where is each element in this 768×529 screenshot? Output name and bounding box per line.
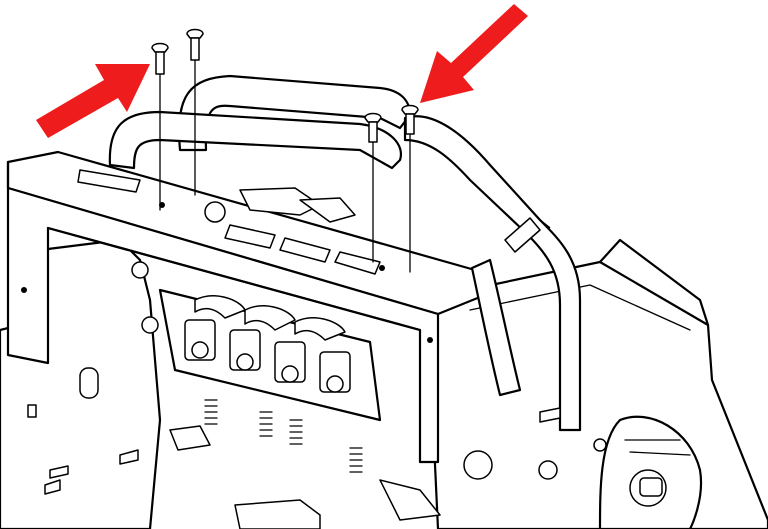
arrow-left-screws [36,64,150,138]
terminal-block [131,261,441,521]
screw-2 [186,28,204,196]
rear-handle [108,74,412,170]
screw-3 [364,112,382,263]
front-handle [403,115,582,432]
screw-1 [151,42,169,211]
side-housing [418,238,768,529]
lower-connector [234,407,607,529]
front-bracket [6,150,487,464]
arrow-right-screws [420,4,528,103]
screw-4 [401,104,419,273]
